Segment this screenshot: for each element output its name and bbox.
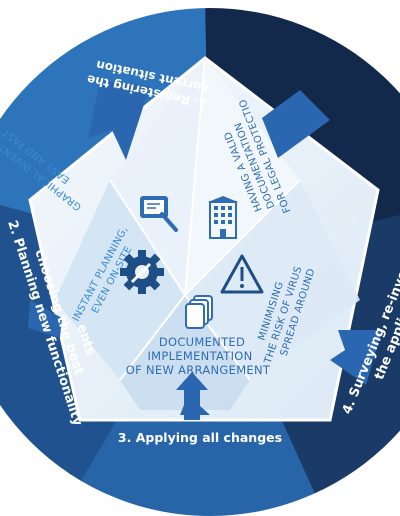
arrow-step4 — [330, 330, 382, 385]
tablet-pen-icon — [140, 196, 178, 232]
documented-implementation-line1: DOCUMENTED — [159, 335, 245, 349]
warning-icon — [220, 254, 264, 294]
building-icon — [208, 196, 238, 239]
arrow-step1 — [88, 80, 150, 160]
arrow-step3-up — [176, 372, 208, 420]
arrow-step5 — [262, 90, 330, 158]
cycle-arrows — [28, 80, 382, 420]
step3-line1: 3. Applying all changes — [118, 430, 282, 445]
outer-circle-border — [0, 6, 400, 516]
benefit-documented-implementation: DOCUMENTED IMPLEMENTATION OF NEW ARRANGE… — [126, 335, 271, 377]
documented-implementation-line3: OF NEW ARRANGEMENT — [126, 363, 271, 377]
gear-wrench-icon — [120, 250, 164, 294]
arrow-step2 — [28, 300, 62, 338]
documents-icon — [185, 295, 213, 329]
documented-implementation-line2: IMPLEMENTATION — [147, 349, 252, 363]
